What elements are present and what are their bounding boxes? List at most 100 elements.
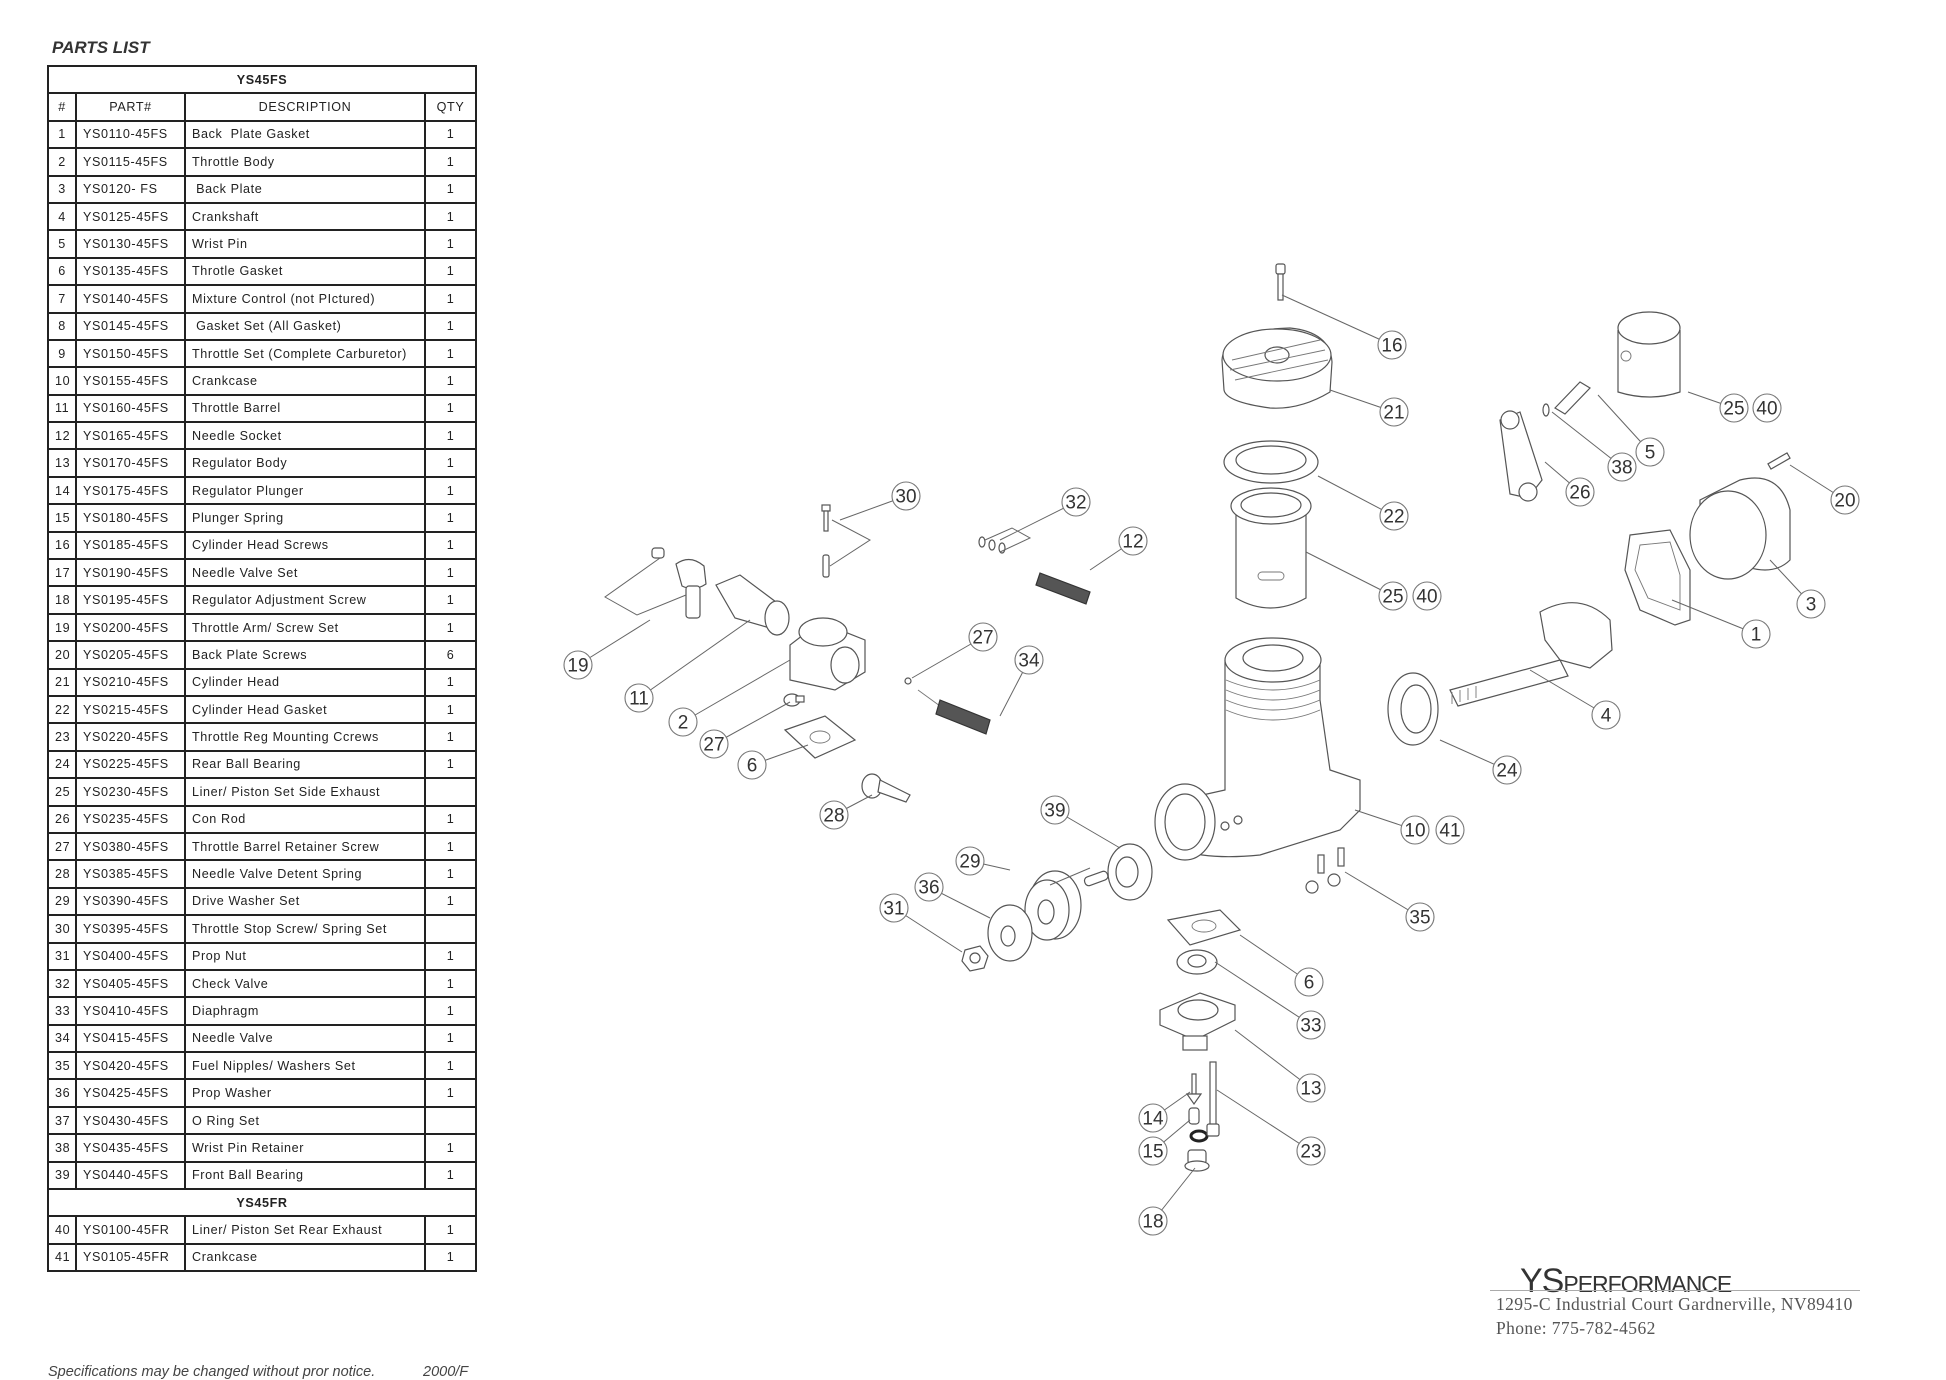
- part-quantity: 1: [423, 119, 478, 150]
- callout-circle: [891, 481, 921, 511]
- callout-23: 23: [1296, 1136, 1326, 1166]
- callout-number: 25: [1382, 587, 1403, 608]
- cylinder-liner-drawing: [1230, 487, 1312, 609]
- callout-circle: [1412, 581, 1442, 611]
- item-number: 26: [47, 804, 77, 834]
- part-quantity: 1: [423, 612, 478, 643]
- part-quantity: 1: [423, 338, 478, 369]
- item-number: 3: [47, 174, 77, 204]
- part-description: Fuel Nipples/ Washers Set: [184, 1051, 426, 1081]
- callout-number: 38: [1611, 458, 1632, 479]
- item-number: 7: [47, 284, 77, 314]
- leader-line: [1214, 961, 1312, 1026]
- part-quantity: 1: [423, 1133, 478, 1163]
- callout-circle: [968, 622, 998, 652]
- parts-list-title: PARTS LIST: [52, 38, 150, 57]
- leader-line: [682, 659, 791, 723]
- part-quantity: 1: [423, 1078, 478, 1108]
- item-number: 15: [47, 503, 77, 533]
- leader-line: [1234, 1029, 1312, 1089]
- part-quantity: 1: [423, 886, 478, 917]
- callout-number: 36: [918, 878, 939, 899]
- callout-number: 27: [703, 735, 724, 756]
- item-number: 24: [47, 749, 77, 780]
- leader-line: [638, 619, 751, 699]
- callout-number: 35: [1409, 908, 1430, 929]
- callout-number: 1: [1751, 625, 1762, 646]
- part-description: Plunger Spring: [184, 503, 426, 533]
- part-quantity: 1: [423, 393, 478, 424]
- part-description: Throtle Gasket: [184, 256, 426, 287]
- leader-line: [1671, 599, 1757, 635]
- callout-circle: [1040, 795, 1070, 825]
- callout-27: 27: [699, 729, 729, 759]
- callout-28: 28: [819, 800, 849, 830]
- needle-valve-detent-spring-drawing: [861, 773, 911, 803]
- regulator-mounting-screw-drawing: [1206, 1061, 1220, 1137]
- callout-circle: [1296, 1010, 1326, 1040]
- callout-number: 5: [1645, 443, 1656, 464]
- callout-circle: [1138, 1206, 1168, 1236]
- callout-number: 23: [1300, 1142, 1321, 1163]
- part-description: Throttle Barrel: [184, 393, 426, 424]
- item-number: 10: [47, 366, 77, 396]
- part-description: Needle Valve Detent Spring: [184, 859, 426, 889]
- callout-circle: [1752, 393, 1782, 423]
- part-description: Liner/ Piston Set Side Exhaust: [184, 777, 426, 807]
- item-number: 23: [47, 722, 77, 752]
- callout-40: 40: [1412, 581, 1442, 611]
- part-description: Prop Nut: [184, 941, 426, 971]
- item-number: 32: [47, 968, 77, 999]
- callout-4: 4: [1591, 700, 1621, 730]
- prop-washer-drawing: [987, 904, 1033, 962]
- crankcase-drawing: [1154, 637, 1361, 861]
- callout-number: 19: [567, 656, 588, 677]
- item-number: 22: [47, 694, 77, 725]
- leader-line: [1529, 669, 1607, 716]
- front-ball-bearing-drawing: [1107, 843, 1153, 901]
- prop-nut-drawing: [961, 945, 989, 972]
- callout-circle: [1118, 526, 1148, 556]
- callout-24: 24: [1492, 755, 1522, 785]
- item-number: 36: [47, 1078, 77, 1108]
- part-description: Mixture Control (not PIctured): [184, 284, 426, 314]
- callout-6: 6: [1294, 967, 1324, 997]
- part-description: Cylinder Head: [184, 667, 426, 697]
- regulator-body-drawing: [1159, 992, 1236, 1051]
- callout-number: 6: [1304, 973, 1315, 994]
- model-name: YS45FS: [46, 64, 478, 95]
- part-quantity: [423, 777, 478, 807]
- callout-number: 29: [959, 852, 980, 873]
- callout-2: 2: [668, 707, 698, 737]
- part-quantity: 1: [423, 284, 478, 314]
- callout-33: 33: [1296, 1010, 1326, 1040]
- drive-washer-drawing: [1024, 870, 1109, 941]
- part-number: YS0405-45FS: [75, 968, 186, 999]
- piston-drawing: [1617, 311, 1681, 398]
- part-quantity: 1: [423, 1051, 478, 1081]
- callout-number: 2: [678, 713, 689, 734]
- callout-27: 27: [968, 622, 998, 652]
- part-description: Throttle Reg Mounting Ccrews: [184, 722, 426, 752]
- callout-36: 36: [914, 872, 944, 902]
- item-number: 17: [47, 558, 77, 588]
- part-number: YS0435-45FS: [75, 1133, 186, 1163]
- item-number: 41: [47, 1242, 77, 1273]
- callout-circle: [624, 683, 654, 713]
- callout-39: 39: [1040, 795, 1070, 825]
- item-number: 1: [47, 119, 77, 150]
- callout-number: 40: [1416, 587, 1437, 608]
